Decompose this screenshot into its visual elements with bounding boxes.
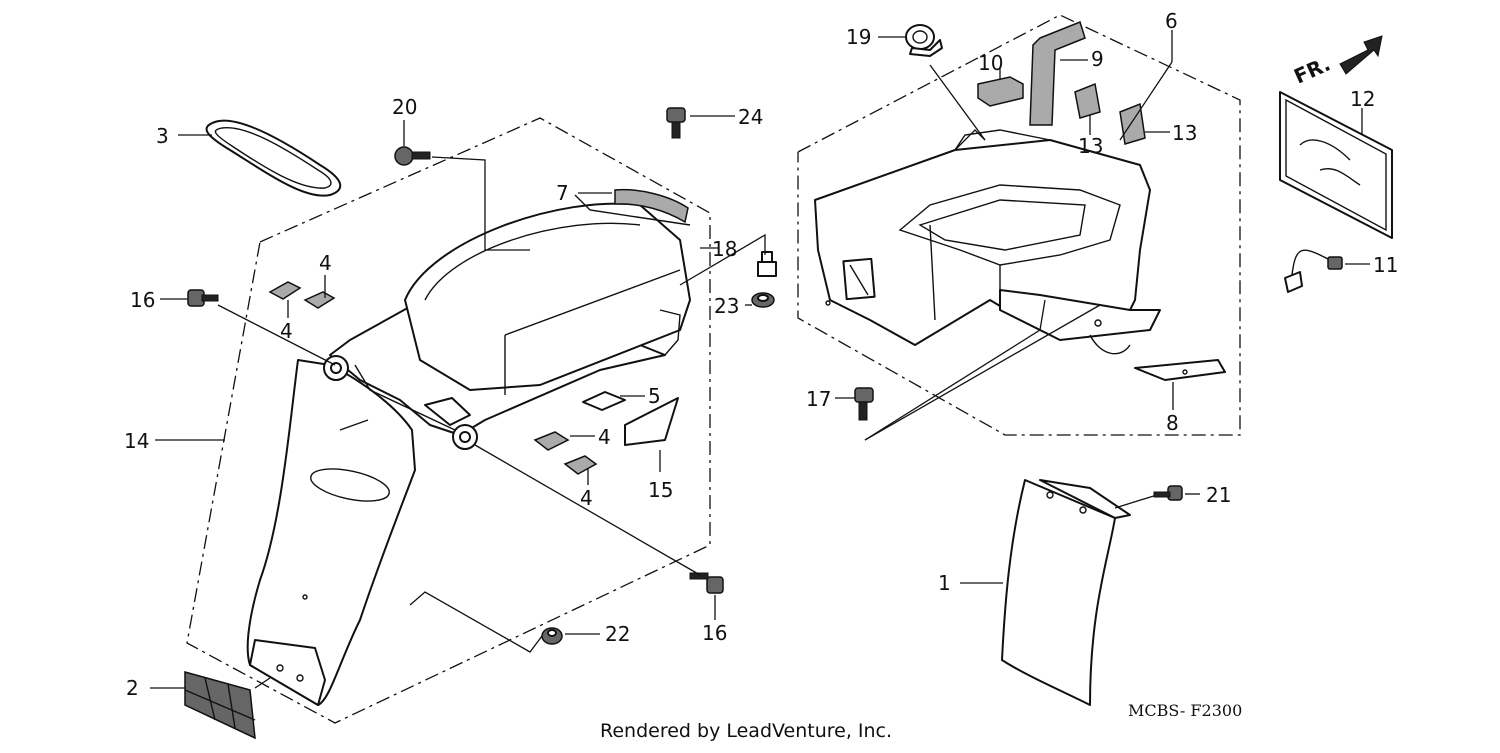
- callout-1: 1: [938, 571, 951, 595]
- bolt-part-16-upper: [187, 289, 219, 307]
- bolts-left-group: [187, 107, 777, 645]
- screw-part-20: [394, 146, 431, 166]
- mudflap-part-1: [960, 479, 1161, 706]
- callout-10: 10: [978, 51, 1003, 75]
- bolt-part-16-lower: [689, 572, 724, 594]
- callout-22: 22: [605, 622, 630, 646]
- callout-4-lower-right: 4: [598, 425, 611, 449]
- bolt-part-17: [854, 387, 874, 421]
- callout-9: 9: [1091, 47, 1104, 71]
- callout-8: 8: [1166, 411, 1179, 435]
- leader-lines-left: [150, 115, 766, 689]
- callout-6: 6: [1165, 9, 1178, 33]
- callout-labels: 1 2 3 4 4 4 4 5 6 7 8 9 10 11 12 13 13 1…: [124, 9, 1398, 742]
- callout-20: 20: [392, 95, 417, 119]
- group-outline-left: [186, 117, 711, 724]
- foam-block-part-10: [977, 76, 1024, 107]
- callout-13-right: 13: [1172, 121, 1197, 145]
- seal-ring-part-3: [205, 119, 342, 197]
- inner-box-part-6: [814, 129, 1161, 355]
- callout-7: 7: [556, 181, 569, 205]
- screw-part-21: [1153, 485, 1200, 501]
- group-outline-right: [797, 14, 1241, 436]
- footer-credit: Rendered by LeadVenture, Inc.: [600, 720, 892, 742]
- pads-part-13: [1074, 82, 1146, 145]
- callout-12: 12: [1350, 87, 1375, 111]
- sheets-parts-5-15: [582, 391, 679, 446]
- front-direction-arrow: [1339, 35, 1383, 75]
- rubber-strip-part-7: [614, 188, 689, 224]
- reflector-part-2: [184, 671, 256, 740]
- callout-15: 15: [648, 478, 673, 502]
- callout-14: 14: [124, 429, 149, 453]
- wire-part-11: [1284, 249, 1370, 293]
- callout-4-upper-right: 4: [319, 251, 332, 275]
- callout-21: 21: [1206, 483, 1231, 507]
- front-arrow-label: FR.: [1290, 52, 1334, 89]
- rear-fender-part-14: [246, 194, 691, 706]
- bolt-part-24: [666, 107, 686, 139]
- callout-24: 24: [738, 105, 763, 129]
- leader-lines-right: [835, 30, 1174, 441]
- callout-23: 23: [714, 294, 739, 318]
- cushion-pads-part-4: [268, 281, 598, 475]
- clamp-part-19: [905, 24, 943, 57]
- callout-5: 5: [648, 384, 661, 408]
- sheet-part-12: [1279, 91, 1393, 239]
- nut-part-22: [541, 627, 563, 645]
- callout-11: 11: [1373, 253, 1398, 277]
- callout-3: 3: [156, 124, 169, 148]
- nut-part-18: [757, 251, 777, 277]
- callout-16-upper: 16: [130, 288, 155, 312]
- callout-17: 17: [806, 387, 831, 411]
- callout-19: 19: [846, 25, 871, 49]
- diagram-code: MCBS- F2300: [1128, 701, 1242, 720]
- plate-part-8: [1134, 359, 1226, 381]
- callout-13-left: 13: [1078, 134, 1103, 158]
- tube-part-9: [1029, 21, 1086, 126]
- callout-4-lower: 4: [580, 486, 593, 510]
- callout-16-lower: 16: [702, 621, 727, 645]
- callout-2: 2: [126, 676, 139, 700]
- callout-4-upper-left: 4: [280, 319, 293, 343]
- grommet-part-23: [751, 292, 775, 308]
- callout-18: 18: [712, 237, 737, 261]
